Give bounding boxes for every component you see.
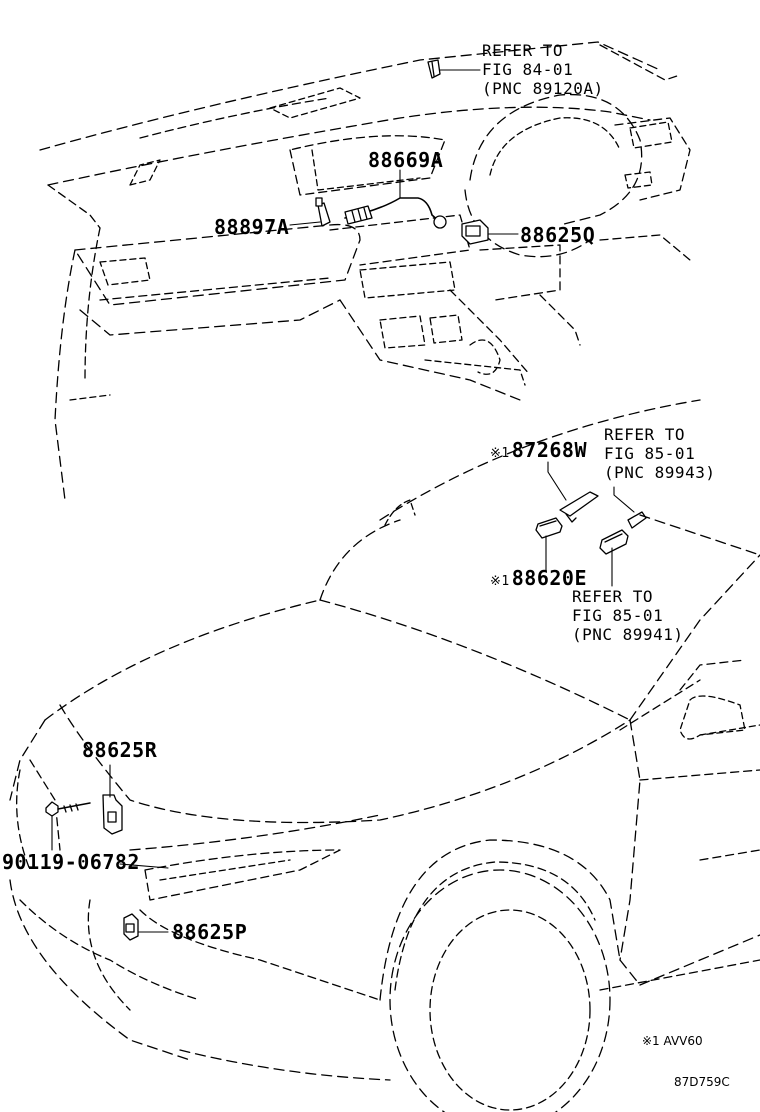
sensor-hose-88669A bbox=[344, 197, 447, 229]
part-label-88669A: 88669A bbox=[368, 148, 444, 172]
ref-line-1: REFER TO bbox=[482, 41, 564, 60]
ref-line-1: REFER TO bbox=[572, 587, 654, 606]
part-label-88625Q: 88625Q bbox=[520, 223, 596, 247]
part-label-88625R: 88625R bbox=[82, 738, 158, 762]
ref-line-3: (PNC 89941) bbox=[572, 625, 684, 644]
leader-lines bbox=[51, 69, 635, 933]
sensor-88625Q bbox=[461, 219, 489, 245]
part-number: 88620E bbox=[511, 566, 587, 590]
ref-line-2: FIG 85-01 bbox=[604, 444, 696, 463]
bolt-90119-06782 bbox=[45, 801, 91, 817]
note-mark: ※1 bbox=[490, 446, 510, 461]
sensor-88625R bbox=[102, 794, 123, 835]
refer-callout-89120A: REFER TO FIG 84-01 (PNC 89120A) bbox=[482, 43, 604, 97]
figure-code: 87D759C bbox=[674, 1075, 730, 1089]
nozzle-88897A bbox=[315, 197, 331, 227]
part-label-88625P: 88625P bbox=[172, 920, 248, 944]
footnote: ※1 AVV60 bbox=[642, 1034, 703, 1048]
refer-callout-89941: REFER TO FIG 85-01 (PNC 89941) bbox=[572, 589, 683, 643]
part-label-88897A: 88897A bbox=[214, 215, 290, 239]
note-mark: ※1 bbox=[490, 574, 510, 589]
refer-callout-89943: REFER TO FIG 85-01 (PNC 89943) bbox=[604, 427, 715, 481]
ref-line-3: (PNC 89943) bbox=[604, 463, 716, 482]
part-number: 87268W bbox=[511, 438, 587, 462]
vehicle-outline bbox=[9, 399, 760, 1112]
ref-line-2: FIG 85-01 bbox=[572, 606, 664, 625]
sensor-88625P bbox=[123, 913, 139, 941]
ref-line-3: (PNC 89120A) bbox=[482, 79, 604, 98]
dashboard-outline bbox=[39, 41, 691, 501]
ref-line-2: FIG 84-01 bbox=[482, 60, 574, 79]
part-label-90119-06782: 90119-06782 bbox=[2, 850, 140, 874]
ref-line-1: REFER TO bbox=[604, 425, 686, 444]
key-parts bbox=[535, 491, 647, 555]
clip-89120A bbox=[427, 59, 441, 79]
